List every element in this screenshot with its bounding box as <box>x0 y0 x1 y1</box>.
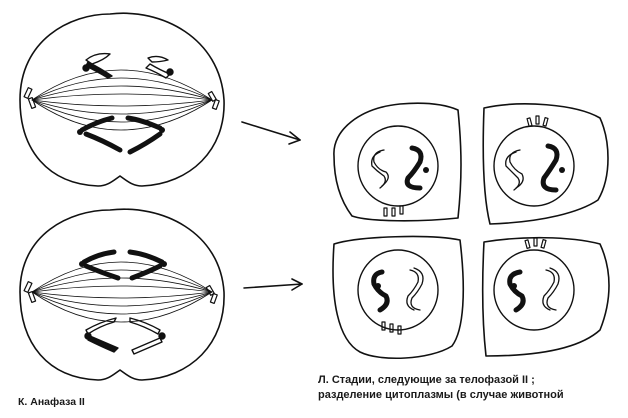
chromatids-lower <box>84 317 166 355</box>
daughter-cell-bottom-right <box>481 236 610 357</box>
centriole-pair <box>23 281 37 303</box>
caption-stages-line-2: разделение цитоплазмы (в случае животной <box>318 389 564 401</box>
centriole-pair <box>381 321 402 335</box>
centriole-pair <box>207 90 220 110</box>
chromatids-lower <box>79 115 163 155</box>
anaphase-cell-bottom <box>19 208 225 381</box>
centriole-pair <box>23 87 37 109</box>
spindle-fibers-top <box>31 69 213 131</box>
daughter-cell-bottom-left <box>332 235 465 360</box>
daughter-cell-top-left <box>333 102 462 222</box>
centriole-pair <box>524 237 547 249</box>
centriole-pair <box>383 205 404 217</box>
anaphase-cell-top <box>19 12 225 187</box>
centriole-pair <box>205 284 218 304</box>
chromatids-upper <box>82 52 174 79</box>
centriole-pair <box>526 115 549 127</box>
arrow-top <box>241 121 301 145</box>
arrow-bottom <box>243 278 303 291</box>
caption-stages-line-1: Л. Стадии, следующие за телофазой II ; <box>318 374 535 386</box>
chromatids-upper <box>81 249 165 281</box>
spindle-fibers-bottom <box>31 261 213 323</box>
daughter-cell-top-right <box>482 103 609 225</box>
caption-anaphase-ii: К. Анафаза II <box>18 396 85 408</box>
